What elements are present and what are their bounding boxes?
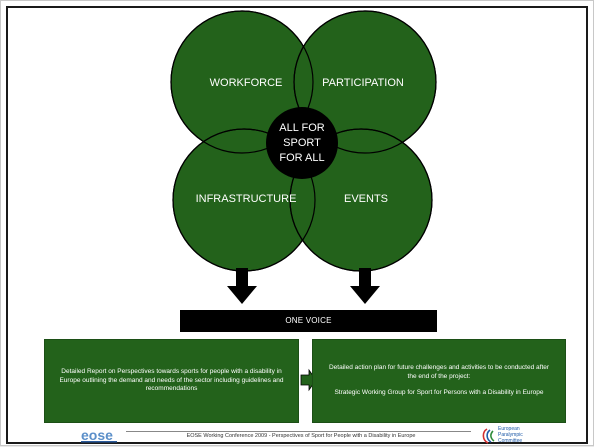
label-events: EVENTS [344, 193, 388, 205]
working-group-text: Strategic Working Group for Sport for Pe… [334, 389, 544, 397]
center-label-line1: ALL FOR [279, 122, 324, 134]
epc-swoosh-red [482, 428, 489, 444]
epc-text-european: European [498, 426, 520, 432]
slide-frame [6, 6, 588, 444]
center-label-line3: FOR ALL [279, 152, 324, 164]
epc-logo [482, 428, 495, 444]
report-box: Detailed Report on Perspectives towards … [44, 339, 299, 423]
center-label-line2: SPORT [283, 137, 321, 149]
down-arrow-left [227, 268, 257, 304]
down-arrow-right [350, 268, 380, 304]
epc-logo-text: European Paralympic Committee [498, 426, 523, 444]
eose-logo-underline [81, 441, 117, 443]
footer-conference-text: EOSE Working Conference 2009 - Perspecti… [186, 433, 416, 439]
circle-outlines [170, 10, 437, 272]
epc-text-paralympic: Paralympic [498, 432, 523, 438]
outline-workforce [170, 10, 314, 154]
epc-swoosh-green [490, 430, 495, 442]
report-box-text: Detailed Report on Perspectives towards … [59, 367, 284, 393]
eose-logo: eose [81, 428, 117, 443]
footer-divider [126, 431, 471, 432]
epc-swoosh-blue [486, 429, 492, 443]
epc-text-committee: Committee [498, 438, 523, 444]
center-circle [266, 107, 338, 179]
label-workforce: WORKFORCE [210, 77, 283, 89]
label-infrastructure: INFRASTRUCTURE [196, 193, 297, 205]
eose-logo-text: eose [81, 428, 113, 443]
one-voice-bar: ONE VOICE [180, 310, 437, 332]
action-plan-box: Detailed action plan for future challeng… [312, 339, 566, 423]
label-participation: PARTICIPATION [322, 77, 404, 89]
outline-participation [293, 10, 437, 154]
action-plan-text: Detailed action plan for future challeng… [328, 363, 550, 380]
